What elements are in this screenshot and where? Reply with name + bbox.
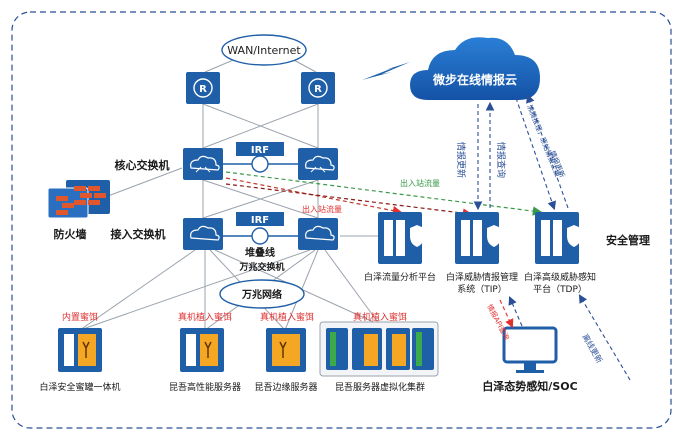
access-irf: IRF [223,212,298,245]
honeypot-tag: 真机植入蜜饵 [260,311,314,323]
access-switch-left [183,218,223,250]
platform-tdp: 白泽高级威胁感知 平台（TDP） [524,212,596,295]
cloud-label: 微步在线情报云 [432,72,517,87]
access-switch-label: 接入交换机 [111,227,166,241]
server-label: 白泽安全蜜罐一体机 [39,381,120,393]
platform-name: 白泽高级威胁感知 [524,271,596,283]
core-switch-label: 核心交换机 [115,158,170,172]
honeypot-tag: 内置蜜饵 [62,311,98,323]
flow-line-green [225,171,543,216]
intel-query-label: 情报查询 [495,142,507,178]
router-icon: R [314,84,322,95]
router-left: R [186,72,220,104]
irf-label: IRF [251,145,269,156]
stack-line-label: 堆叠线 [245,246,275,259]
server-label: 昆吾高性能服务器 [169,381,241,393]
wan-node: WAN/Internet [221,34,307,66]
irf-label: IRF [251,215,269,226]
api-query-label: 情报API查询 [485,303,511,342]
server-label: 昆吾服务器虚拟化集群 [335,381,425,393]
arrow-tdp-report [526,93,569,209]
arrow-api-query [499,299,514,328]
arrow-tdp-update [515,97,557,211]
access-switch-right [298,218,338,250]
intel-update-label: 情报更新 [455,142,467,178]
platform-name-line2: 系统（TIP） [457,283,507,295]
flow-line-red-upper [225,177,403,216]
server-label: 昆吾边缘服务器 [254,381,317,393]
platform-traffic-analysis: 白泽流量分析平台 [364,212,436,283]
gigabit-network-label: 万兆网络 [241,288,282,301]
firewall-label: 防火墙 [54,227,87,241]
core-switch-right [298,148,338,180]
router-icon: R [199,84,207,95]
gigabit-switch-label: 万兆交换机 [238,261,284,273]
platform-name-line2: 平台（TDP） [533,283,587,295]
core-switch-left [183,148,223,180]
arrow-offline-update [578,294,631,381]
offline-update-label: 离线更新 [580,332,605,365]
server-honeypot-appliance [58,328,102,372]
soc-monitor-icon [502,326,558,373]
firewall-icon [47,180,110,219]
honeypot-tag: 真机植入蜜饵 [353,311,407,323]
platform-name: 白泽威胁情报管理 [446,271,518,283]
flow-label-upper: 出入站流量 [400,178,440,188]
flow-line-red-lower [225,183,473,218]
router-right: R [301,72,335,104]
intel-cloud: 微步在线情报云 [410,37,540,100]
soc-label: 白泽态势感知/SOC [482,379,577,393]
server-virtualization-cluster [326,328,434,370]
server-high-performance [180,328,224,372]
platform-tip: 白泽威胁情报管理 系统（TIP） [446,212,518,295]
outer-frame [11,11,672,429]
platform-name: 白泽流量分析平台 [364,271,436,283]
flow-label-lower: 出入站流量 [302,204,342,214]
wan-label: WAN/Internet [227,44,301,57]
gigabit-network-node: 万兆网络 [219,279,305,309]
server-edge [266,328,306,372]
honeypot-tag: 真机植入蜜饵 [178,311,232,323]
core-irf: IRF [223,142,298,173]
security-mgmt-label: 安全管理 [606,233,650,247]
arrow-api-return [508,295,523,327]
lightning-icon [362,62,410,80]
